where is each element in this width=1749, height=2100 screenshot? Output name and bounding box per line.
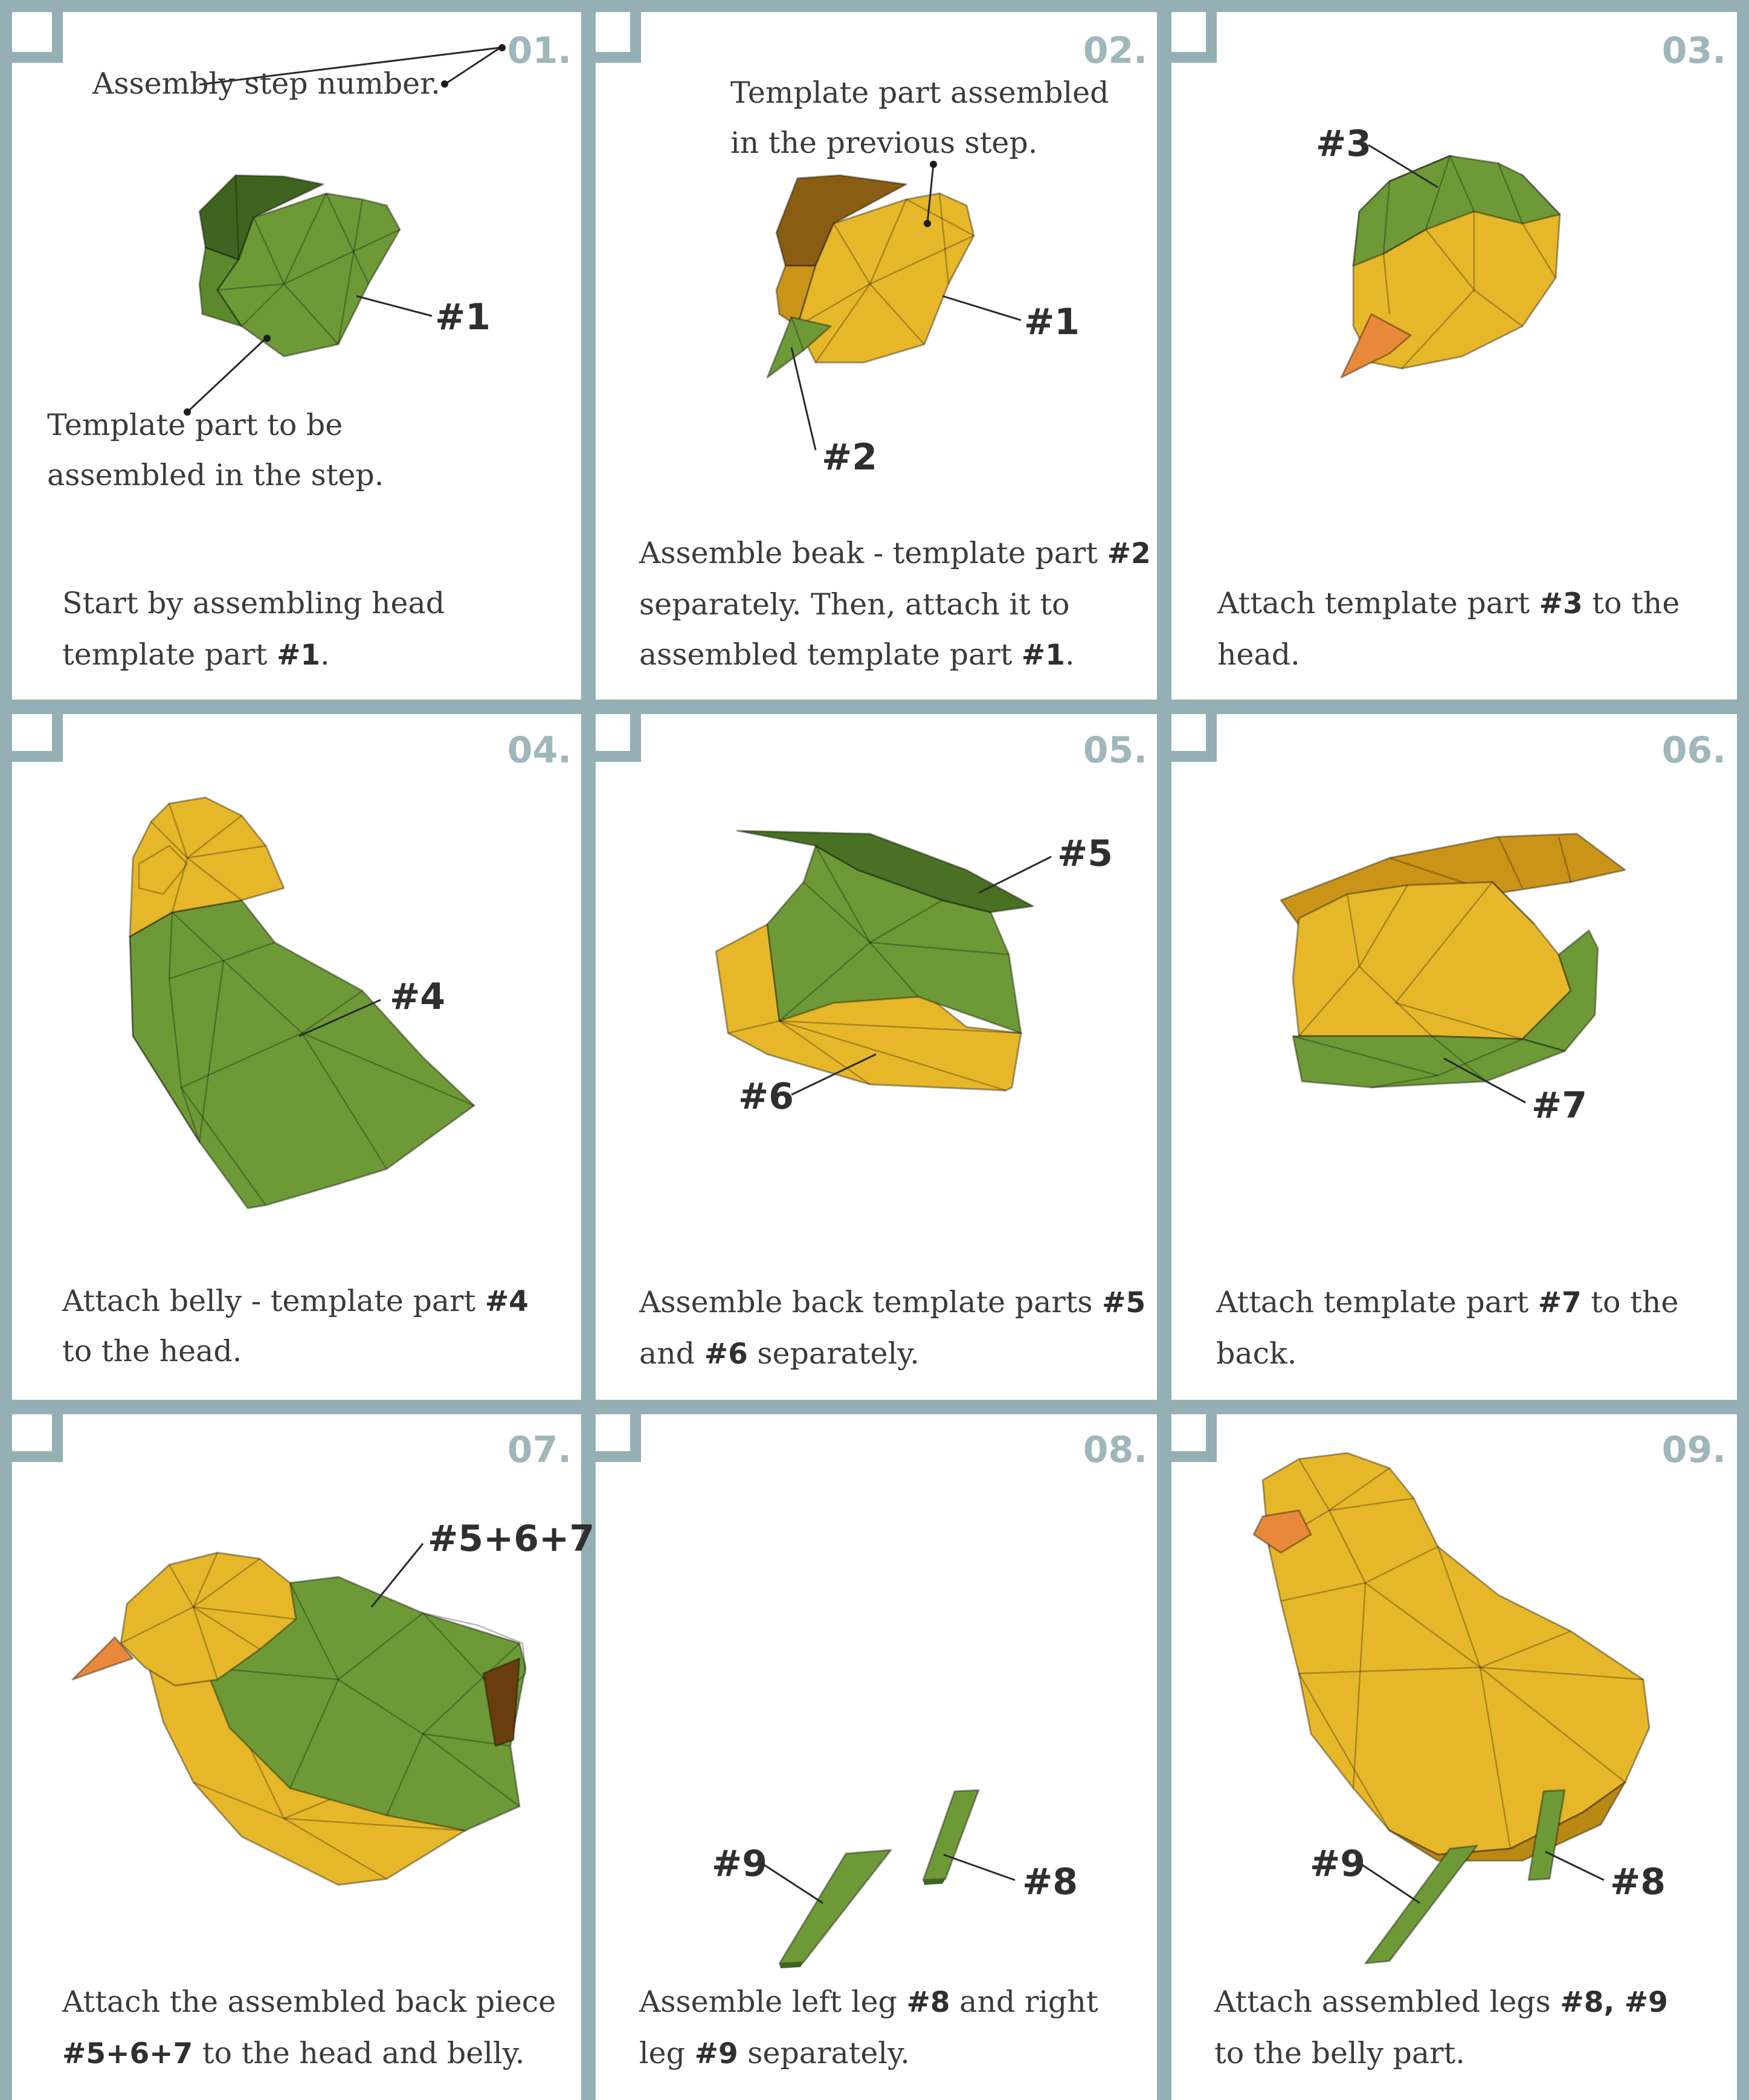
label-part-5-6-7: #5+6+7 [428,1518,594,1560]
caption-03-line2: head. [1217,637,1300,672]
label-part-9: #9 [1310,1843,1365,1885]
caption-05-line1: Assemble back template parts #5 [639,1285,1145,1319]
step-number-03: 03. [1662,30,1726,72]
label-part-4: #4 [390,976,445,1018]
label-part-8: #8 [1022,1861,1078,1903]
step-number-02: 02. [1083,30,1147,72]
caption-03-line1: Attach template part #3 to the [1217,586,1680,620]
step-number-04: 04. [507,729,572,771]
caption-05-line2: and #6 separately. [639,1336,920,1371]
step-number-06: 06. [1662,729,1726,771]
caption-01-line2: template part #1. [62,637,330,672]
caption-08-line2: leg #9 separately. [639,2036,910,2070]
caption-07-line2: #5+6+7 to the head and belly. [62,2036,524,2070]
label-part-5: #5 [1057,833,1113,875]
caption-08-line1: Assemble left leg #8 and right [639,1985,1098,2019]
label-part-7: #7 [1532,1084,1587,1127]
label-part-9: #9 [712,1843,767,1885]
annotation-step-number: Assembly step number. [92,66,440,101]
label-part-1: #1 [1024,301,1080,343]
step-number-07: 07. [507,1429,572,1471]
step-number-09: 09. [1662,1429,1726,1471]
caption-01-line1: Start by assembling head [62,586,445,620]
caption-06-line1: Attach template part #7 to the [1216,1285,1678,1319]
caption-04-line2: to the head. [62,1334,242,1368]
annotation-template-part-line1: Template part to be [47,408,343,442]
label-part-8: #8 [1610,1861,1666,1903]
label-part-6: #6 [738,1075,794,1118]
annotation-previous-step-line2: in the previous step. [730,126,1037,160]
annotation-template-part-line2: assembled in the step. [47,458,384,492]
caption-09-line2: to the belly part. [1214,2036,1465,2070]
label-part-3: #3 [1316,123,1371,165]
step-number-05: 05. [1083,729,1147,771]
caption-06-line2: back. [1216,1336,1296,1371]
step-number-08: 08. [1083,1429,1147,1471]
label-part-1: #1 [435,296,491,338]
annotation-previous-step-line1: Template part assembled [730,76,1109,110]
label-part-2: #2 [822,436,877,478]
caption-02-line2: separately. Then, attach it to [639,587,1070,622]
caption-07-line1: Attach the assembled back piece [62,1985,556,2019]
caption-09-line1: Attach assembled legs #8, #9 [1214,1985,1668,2019]
step-number-01: 01. [507,30,572,72]
caption-02-line1: Assemble beak - template part #2 [639,536,1151,570]
caption-02-line3: assembled template part #1. [639,637,1075,672]
caption-04-line1: Attach belly - template part #4 [62,1284,529,1318]
